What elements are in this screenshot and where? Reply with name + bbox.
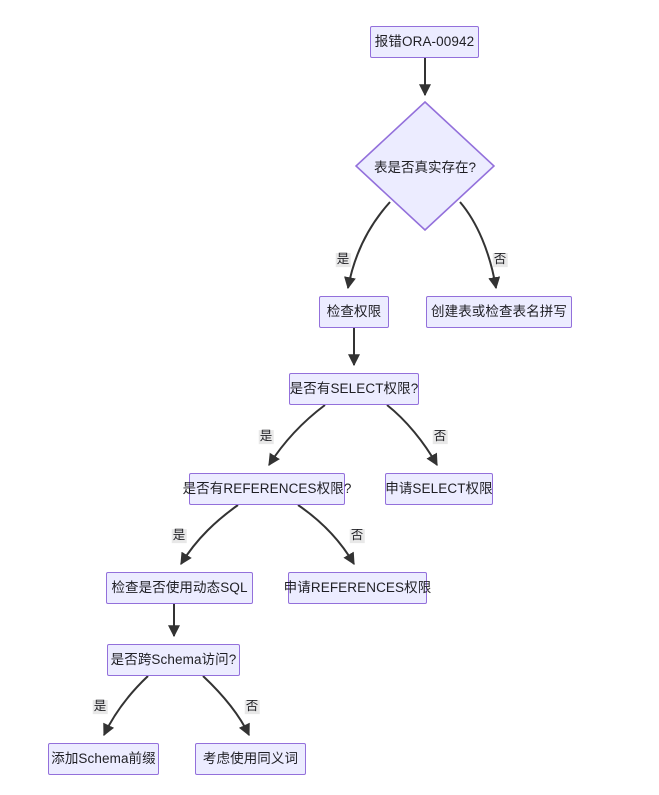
edge-n5-n6 bbox=[268, 404, 326, 467]
edge-label-no-select-priv: 否 bbox=[432, 429, 448, 444]
edge-label-no-references-priv: 否 bbox=[349, 528, 365, 543]
node-check-dynamic-sql[interactable]: 检查是否使用动态SQL bbox=[106, 572, 253, 604]
edge-n5-n7 bbox=[386, 404, 438, 467]
node-check-privileges[interactable]: 检查权限 bbox=[319, 296, 389, 328]
edge-label-yes-cross-schema: 是 bbox=[92, 699, 108, 714]
diamond-shape bbox=[355, 101, 495, 231]
edge-label-yes-select-priv: 是 bbox=[258, 429, 274, 444]
node-create-table-or-check-spelling[interactable]: 创建表或检查表名拼写 bbox=[426, 296, 572, 328]
node-cross-schema-access-decision[interactable]: 是否跨Schema访问? bbox=[107, 644, 240, 676]
node-error-ora-00942[interactable]: 报错ORA-00942 bbox=[370, 26, 479, 58]
node-label: 表是否真实存在? bbox=[373, 160, 476, 175]
edge-label-no-table-exists: 否 bbox=[492, 252, 508, 267]
node-add-schema-prefix[interactable]: 添加Schema前缀 bbox=[48, 743, 159, 775]
node-has-references-privilege-decision[interactable]: 是否有REFERENCES权限? bbox=[183, 473, 351, 505]
edge-n10-n11 bbox=[103, 675, 149, 737]
node-request-references-privilege[interactable]: 申请REFERENCES权限 bbox=[284, 572, 431, 604]
edge-n6-n8 bbox=[180, 504, 239, 566]
node-request-select-privilege[interactable]: 申请SELECT权限 bbox=[385, 473, 493, 505]
edge-label-no-cross-schema: 否 bbox=[244, 699, 260, 714]
edge-n6-n9 bbox=[297, 504, 355, 566]
edge-n10-n12 bbox=[202, 675, 250, 737]
node-consider-synonym[interactable]: 考虑使用同义词 bbox=[195, 743, 306, 775]
node-has-select-privilege-decision[interactable]: 是否有SELECT权限? bbox=[289, 373, 419, 405]
edge-label-yes-references-priv: 是 bbox=[171, 528, 187, 543]
node-table-exists-decision[interactable]: 表是否真实存在? bbox=[355, 101, 495, 231]
edge-label-yes-table-exists: 是 bbox=[335, 252, 351, 267]
